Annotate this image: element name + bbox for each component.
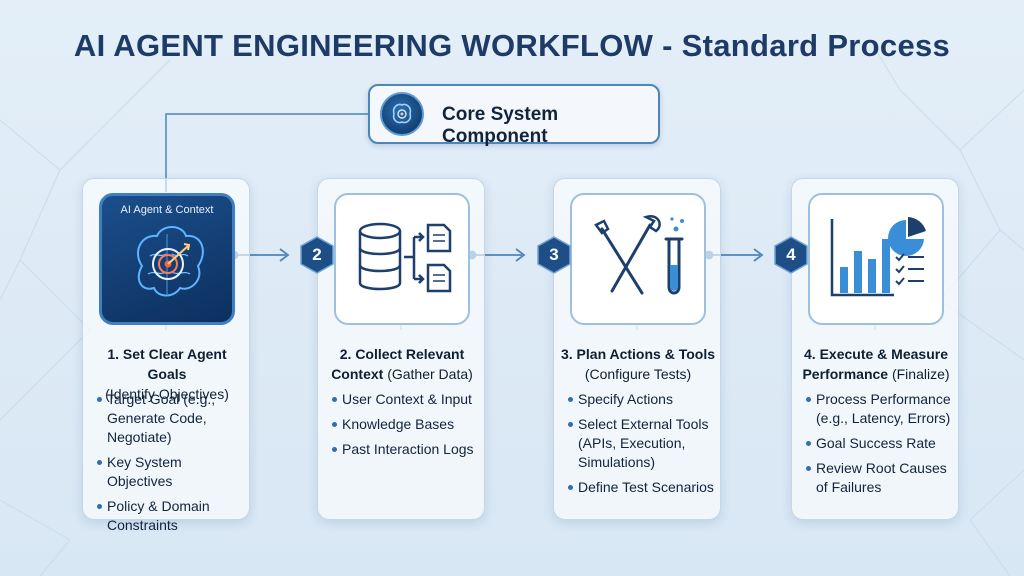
step-card-1: AI Agent & Context 1. Set Clear Agent Go… (82, 178, 250, 533)
bullet-item: Past Interaction Logs (330, 440, 482, 459)
step-3-bullets: Specify Actions Select External Tools (A… (566, 390, 718, 503)
step-4-bullets: Process Performance (e.g., Latency, Erro… (804, 390, 956, 503)
bullet-item: Specify Actions (566, 390, 718, 409)
bullet-item: Goal Success Rate (804, 434, 956, 453)
bullet-item: Define Test Scenarios (566, 478, 718, 497)
database-documents-icon (358, 222, 452, 293)
icon-caption: AI Agent & Context (120, 204, 214, 216)
core-label: Core System Component (442, 104, 559, 147)
bullet-item: Knowledge Bases (330, 415, 482, 434)
step-2-bullets: User Context & Input Knowledge Bases Pas… (330, 390, 482, 465)
step-1-icon-panel: AI Agent & Context (99, 193, 235, 325)
step-1-bullets: Target Goal (e.g., Generate Code, Negoti… (95, 390, 247, 541)
bullet-item: Key System Objectives (95, 453, 247, 491)
core-system-component: Core System Component (368, 84, 660, 147)
step-badge-3: 3 (537, 236, 571, 274)
tools-test-tube-icon (594, 214, 684, 295)
step-4-heading: 4. Execute & Measure Performance (Finali… (802, 346, 950, 382)
page-title: AI AGENT ENGINEERING WORKFLOW - Standard… (73, 28, 951, 63)
step-badge-2: 2 (300, 236, 334, 274)
chart-checklist-icon (830, 217, 926, 297)
step-1-heading: 1. Set Clear Agent Goals (Identify Objec… (105, 346, 229, 402)
step-card-4: 4. Execute & Measure Performance (Finali… (791, 178, 959, 520)
step-2-heading: 2. Collect Relevant Context (Gather Data… (331, 346, 473, 382)
step-badge-4: 4 (774, 236, 808, 274)
step-card-2: 2. Collect Relevant Context (Gather Data… (317, 178, 485, 520)
step-4-icon-panel (808, 193, 944, 325)
brain-target-icon (137, 226, 204, 297)
brain-circuit-icon (380, 92, 424, 136)
bullet-item: User Context & Input (330, 390, 482, 409)
step-card-3: 3. Plan Actions & Tools (Configure Tests… (553, 178, 721, 520)
bullet-item: Policy & Domain Constraints (95, 497, 247, 535)
bullet-item: Process Performance (e.g., Latency, Erro… (804, 390, 956, 428)
step-2-icon-panel (334, 193, 470, 325)
step-3-icon-panel (570, 193, 706, 325)
bullet-item: Select External Tools (APIs, Execution, … (566, 415, 718, 472)
bullet-item: Target Goal (e.g., Generate Code, Negoti… (95, 390, 247, 447)
step-3-heading: 3. Plan Actions & Tools (Configure Tests… (560, 346, 716, 382)
bullet-item: Review Root Causes of Failures (804, 459, 956, 497)
